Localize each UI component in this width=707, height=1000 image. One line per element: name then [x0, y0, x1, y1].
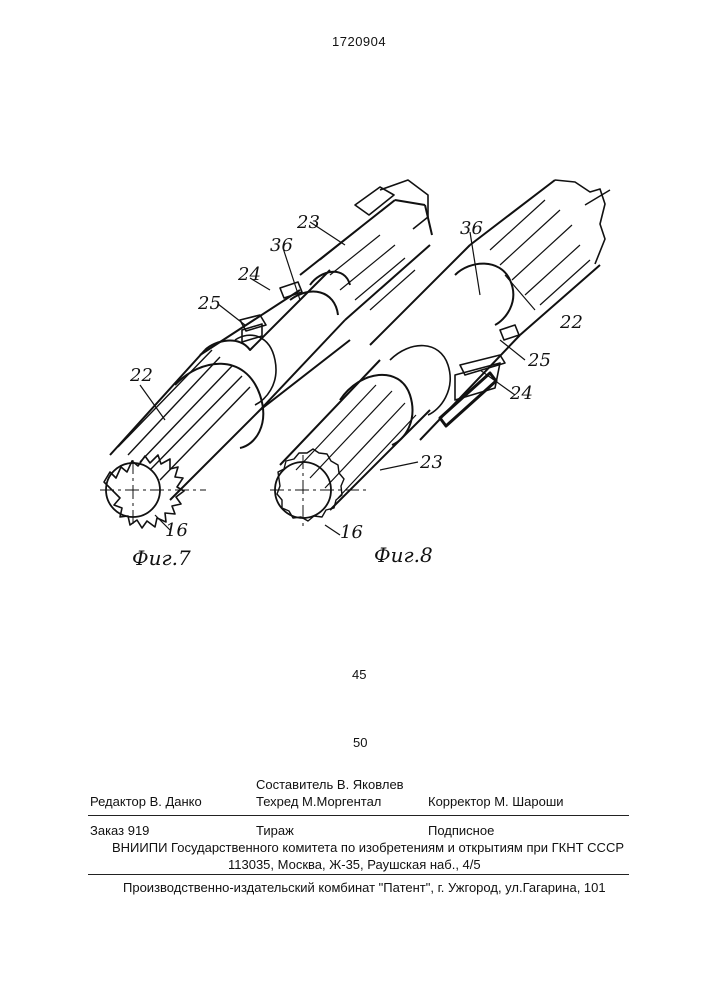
- fig7-shaft-drawing: [100, 180, 432, 528]
- fig8-shaft-drawing: [270, 180, 610, 528]
- line-number-50: 50: [353, 735, 367, 750]
- divider-top: [88, 815, 629, 816]
- imprint-circulation: Тираж: [256, 823, 294, 838]
- imprint-institute: ВНИИПИ Государственного комитета по изоб…: [112, 840, 624, 855]
- fig8-label-24: 24: [510, 383, 533, 404]
- fig8-label-23: 23: [420, 452, 443, 473]
- divider-bottom: [88, 874, 629, 875]
- imprint-order: Заказ 919: [90, 823, 149, 838]
- imprint-subscription: Подписное: [428, 823, 494, 838]
- fig7-label-36: 36: [270, 235, 293, 256]
- imprint-editor: Редактор В. Данко: [90, 794, 202, 809]
- fig8-caption: Фиг.8: [374, 543, 433, 567]
- fig7-label-24: 24: [238, 264, 261, 285]
- fig7-label-16: 16: [165, 520, 188, 541]
- fig7-caption: Фиг.7: [132, 546, 191, 570]
- imprint-publisher: Производственно-издательский комбинат "П…: [123, 880, 606, 895]
- imprint-corrector: Корректор М. Шароши: [428, 794, 564, 809]
- imprint-compiler: Составитель В. Яковлев: [256, 777, 404, 792]
- fig8-label-16: 16: [340, 522, 363, 543]
- fig8-label-36: 36: [460, 218, 483, 239]
- fig8-label-22: 22: [560, 312, 583, 333]
- fig7-label-25: 25: [198, 293, 221, 314]
- imprint-techred: Техред М.Моргентал: [256, 794, 381, 809]
- imprint-address: 113035, Москва, Ж-35, Раушская наб., 4/5: [228, 857, 481, 872]
- fig7-label-23: 23: [297, 212, 320, 233]
- fig8-label-25: 25: [528, 350, 551, 371]
- fig7-label-22: 22: [130, 365, 153, 386]
- line-number-45: 45: [352, 667, 366, 682]
